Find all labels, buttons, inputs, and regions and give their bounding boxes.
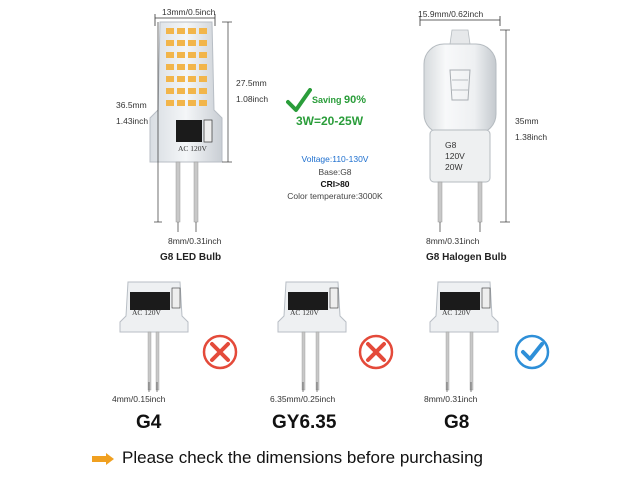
footer-text: Please check the dimensions before purch… [122, 448, 483, 467]
base-gy635-image [277, 281, 347, 392]
led-chip [166, 64, 174, 70]
base-comparison: AC 120V 4mm/0.15inch G4 AC 120V 6.35mm/0… [0, 270, 640, 440]
cross-red-icon [358, 334, 394, 370]
led-bulb-image [149, 21, 232, 232]
led-chip [177, 76, 185, 82]
led-inner-height-in: 1.08inch [236, 94, 269, 104]
led-chip [188, 100, 196, 106]
led-chip [199, 40, 207, 46]
led-pin-spacing: 8mm/0.31inch [168, 236, 222, 246]
saving-value: 90% [344, 94, 367, 106]
halogen-width-dimension [419, 16, 501, 26]
base-g8: AC 120V 8mm/0.31inch G8 [420, 270, 570, 440]
base-g4-image [119, 281, 189, 392]
check-green-icon [286, 88, 312, 112]
led-chip [188, 64, 196, 70]
color-temp-text: Color temperature:3000K [287, 191, 383, 201]
halogen-caption: G8 Halogen Bulb [426, 252, 507, 263]
base-g8-body-text: AC 120V [442, 308, 471, 317]
led-total-height-mm: 36.5mm [116, 100, 147, 110]
base-g4: AC 120V 4mm/0.15inch G4 [110, 270, 260, 440]
led-chip [166, 76, 174, 82]
base-g4-body-text: AC 120V [132, 308, 161, 317]
halogen-bulb-image [423, 29, 510, 232]
led-chip [177, 100, 185, 106]
base-g4-name: G4 [136, 412, 162, 433]
led-bulb-diagram: 13mm/0.5inch AC 120V 27.5mm 1.08inch 36.… [0, 0, 270, 270]
led-chip [177, 52, 185, 58]
led-chip [188, 76, 196, 82]
led-chip [199, 52, 207, 58]
led-inner-height-mm: 27.5mm [236, 78, 267, 88]
spec-panel: Saving 90% 3W=20-25W Voltage:110-130V Ba… [260, 80, 410, 210]
led-chip [199, 100, 207, 106]
halogen-height-in: 1.38inch [515, 132, 548, 142]
halogen-bulb-diagram: 15.9mm/0.62inch G8 120V 20W [390, 0, 640, 270]
halogen-text-3: 20W [445, 162, 463, 172]
base-g4-spacing: 4mm/0.15inch [112, 394, 166, 404]
base-text: Base:G8 [318, 167, 352, 177]
led-chip [166, 100, 174, 106]
led-chip [177, 88, 185, 94]
led-chip [166, 52, 174, 58]
led-chip [166, 28, 174, 34]
saving-text: Saving 90% [312, 94, 366, 106]
led-chip [199, 64, 207, 70]
base-gy635-spacing: 6.35mm/0.25inch [270, 394, 336, 404]
base-gy635: AC 120V 6.35mm/0.25inch GY6.35 [262, 270, 412, 440]
led-width-label: 13mm/0.5inch [162, 7, 216, 17]
base-g8-image [429, 281, 499, 392]
halogen-text-1: G8 [445, 140, 457, 150]
base-g8-name: G8 [444, 412, 470, 433]
cri-text: CRI>80 [320, 179, 350, 189]
base-gy635-body-text: AC 120V [290, 308, 319, 317]
saving-label: Saving [312, 95, 342, 105]
led-chip [177, 40, 185, 46]
voltage-text: Voltage:110-130V [301, 154, 369, 164]
cross-red-icon [202, 334, 238, 370]
led-chip [188, 52, 196, 58]
led-chip [177, 64, 185, 70]
pointing-hand-icon [92, 453, 114, 465]
led-width-dimension [154, 14, 216, 26]
base-g8-spacing: 8mm/0.31inch [424, 394, 478, 404]
check-blue-icon [514, 334, 550, 370]
led-body-text: AC 120V [178, 144, 207, 153]
led-caption: G8 LED Bulb [160, 252, 222, 263]
led-chip [166, 40, 174, 46]
led-chip [199, 28, 207, 34]
led-chip [177, 28, 185, 34]
halogen-height-mm: 35mm [515, 116, 539, 126]
led-chip [199, 76, 207, 82]
led-chip [166, 88, 174, 94]
led-chip [188, 40, 196, 46]
led-total-height-in: 1.43inch [116, 116, 149, 126]
led-chip [188, 88, 196, 94]
halogen-width-label: 15.9mm/0.62inch [418, 9, 484, 19]
halogen-text-2: 120V [445, 151, 465, 161]
halogen-pin-spacing: 8mm/0.31inch [426, 236, 480, 246]
equivalent-text: 3W=20-25W [296, 114, 364, 128]
led-chip [188, 28, 196, 34]
footer-note: Please check the dimensions before purch… [90, 446, 630, 472]
led-chip [199, 88, 207, 94]
base-gy635-name: GY6.35 [272, 412, 337, 433]
